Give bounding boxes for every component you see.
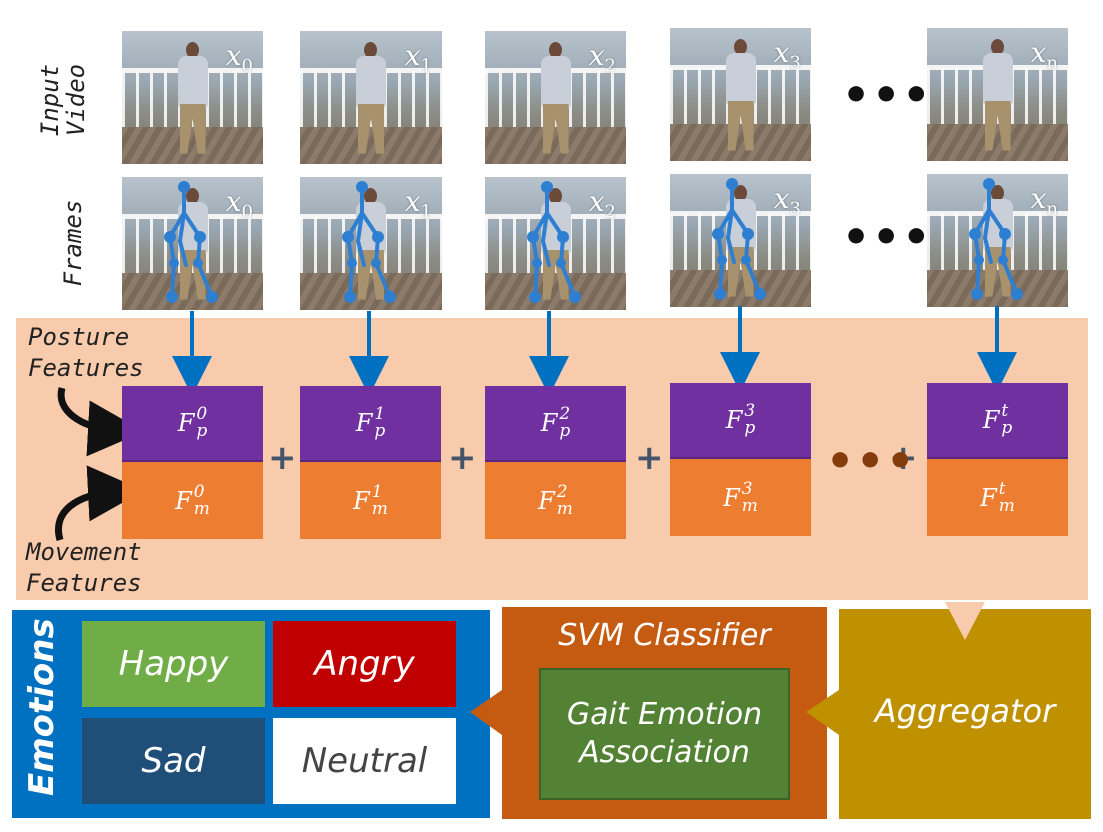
emotion-happy: Happy — [82, 621, 265, 707]
frame-index-label: x3 — [773, 36, 801, 74]
pose-skeleton — [969, 178, 1023, 300]
emotion-neutral: Neutral — [273, 718, 456, 804]
plus-sign-3: + — [889, 438, 918, 478]
pose-frame-1: x1 — [300, 177, 442, 310]
plus-sign-2: + — [635, 438, 664, 478]
pose-skeleton — [527, 181, 581, 303]
posture-pointer — [57, 387, 144, 457]
plus-sign-1: + — [448, 438, 477, 478]
input-video-frame-1: x1 — [300, 31, 442, 164]
walking-person — [724, 38, 756, 159]
frame-index-label: xn — [1030, 36, 1058, 74]
pose-frame-0: x0 — [122, 177, 263, 310]
emotion-angry: Angry — [273, 621, 456, 707]
posture-features-label: Posture Features — [28, 323, 144, 382]
ellipsis-video: ••• — [842, 70, 933, 121]
pose-frame-4: xn — [927, 174, 1068, 307]
aggregator-notch — [945, 602, 985, 640]
movement-pointer — [55, 465, 144, 541]
gait-emotion-association-box: Gait Emotion Association — [539, 668, 790, 800]
input-video-frame-3: x3 — [670, 28, 811, 161]
ellipsis-features: ••• — [826, 436, 917, 487]
frame-index-label: x2 — [588, 39, 616, 77]
pose-skeleton — [712, 178, 766, 300]
walking-person — [539, 41, 571, 162]
walking-person — [354, 41, 386, 162]
frame-index-label: x3 — [773, 182, 801, 220]
frame-index-label: x1 — [404, 185, 432, 223]
input-video-frame-2: x2 — [485, 31, 626, 164]
pose-frame-2: x2 — [485, 177, 626, 310]
pose-skeleton — [164, 181, 218, 303]
walking-person — [176, 41, 208, 162]
plus-sign-0: + — [268, 438, 297, 478]
frame-index-label: x1 — [404, 39, 432, 77]
frame-index-label: xn — [1030, 182, 1058, 220]
ellipsis-frames: ••• — [842, 212, 933, 263]
pose-skeleton — [342, 181, 396, 303]
frame-index-label: x2 — [588, 185, 616, 223]
input-video-frame-0: x0 — [122, 31, 263, 164]
pose-frame-3: x3 — [670, 174, 811, 307]
input-video-frame-4: xn — [927, 28, 1068, 161]
aggregator-label: Aggregator — [874, 692, 1056, 730]
agg-to-svm-arrow — [806, 690, 839, 735]
svm-to-emotions-arrow — [470, 690, 502, 735]
movement-features-label: Movement Features — [26, 538, 142, 597]
emotion-sad: Sad — [82, 718, 265, 804]
aggregator-panel — [839, 609, 1091, 819]
walking-person — [981, 38, 1013, 159]
svm-classifier-title: SVM Classifier — [558, 618, 771, 653]
frame-index-label: x0 — [225, 185, 253, 223]
frame-index-label: x0 — [225, 39, 253, 77]
